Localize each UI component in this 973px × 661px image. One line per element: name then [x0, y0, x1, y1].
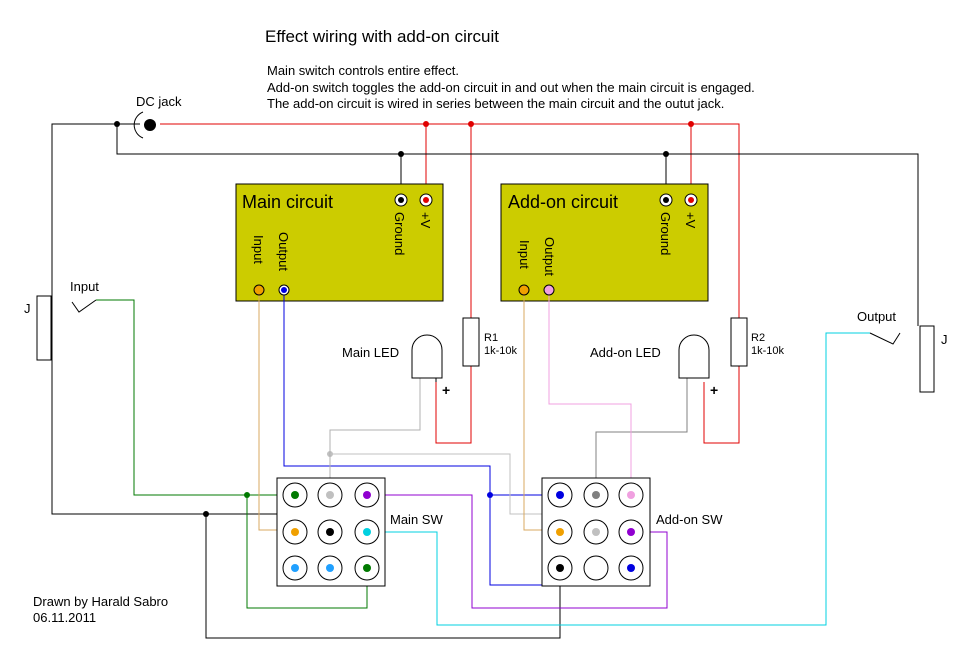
addon-vplus-pad	[688, 197, 694, 203]
r1-name: R1	[484, 332, 498, 344]
credit-date: 06.11.2011	[33, 610, 96, 625]
r2-name: R2	[751, 332, 765, 344]
addon-sw-lug	[556, 491, 564, 499]
addon-output-label: Output	[542, 237, 557, 276]
main-vplus-label: +V	[418, 212, 433, 229]
ground-bus-wire	[116, 124, 919, 326]
addon-vplus-label: +V	[683, 212, 698, 229]
output-jack-j: J	[941, 332, 948, 347]
gray-addon-led-wire	[595, 378, 688, 495]
addon-circuit-board	[500, 183, 709, 302]
addon-ground-label: Ground	[658, 212, 673, 255]
addon-input-pad	[518, 284, 530, 296]
main-sw-lug	[363, 528, 371, 536]
addon-sw-lug	[592, 528, 600, 536]
note-line-1: Main switch controls entire effect.	[267, 63, 459, 78]
main-sw-lug	[326, 564, 334, 572]
main-input-label: Input	[251, 235, 266, 264]
main-led-plus: +	[442, 382, 450, 398]
main-sw-lug	[291, 491, 299, 499]
main-vplus-pad	[423, 197, 429, 203]
gray-main-led-wire	[329, 378, 421, 495]
note-line-2: Add-on switch toggles the add-on circuit…	[267, 80, 755, 95]
main-sw-lug	[291, 564, 299, 572]
addon-sw-lug	[592, 491, 600, 499]
red-addon-led-wire	[703, 366, 740, 444]
dc-jack-shell	[133, 111, 144, 139]
main-ground-label: Ground	[392, 212, 407, 255]
addon-sw-label: Add-on SW	[656, 512, 723, 527]
red-main-led-wire	[435, 366, 472, 444]
input-jack-j: J	[24, 301, 31, 316]
junction-dot	[468, 121, 474, 127]
dc-jack-icon	[144, 119, 156, 131]
main-sw-lug	[326, 528, 334, 536]
pink-addon-output-wire	[548, 290, 632, 495]
resistor-r2	[730, 317, 748, 367]
main-output-label: Output	[276, 232, 291, 271]
junction-dot	[423, 121, 429, 127]
junction-dot	[203, 511, 209, 517]
input-jack-label: Input	[70, 279, 99, 294]
main-led-label: Main LED	[342, 345, 399, 360]
main-circuit-board	[235, 183, 444, 302]
r2-value: 1k-10k	[751, 345, 785, 357]
junction-dot	[114, 121, 120, 127]
junction-dot	[663, 151, 669, 157]
main-sw-lug	[363, 564, 371, 572]
addon-output-pad	[543, 284, 555, 296]
cyan-output-wire	[367, 332, 870, 626]
addon-sw-lug	[556, 528, 564, 536]
main-output-pad	[281, 287, 287, 293]
ground-bottom-wire	[205, 514, 561, 639]
addon-sw-lug	[627, 564, 635, 572]
addon-led-icon	[678, 334, 710, 379]
green-input-wire	[96, 299, 295, 496]
green-bypass-wire	[246, 495, 368, 609]
purple-wire	[367, 494, 668, 609]
input-jack-tip-icon	[71, 299, 97, 313]
main-sw-label: Main SW	[390, 512, 443, 527]
main-ground-pad	[398, 197, 404, 203]
main-sw-lug	[291, 528, 299, 536]
diagram-title: Effect wiring with add-on circuit	[265, 27, 499, 46]
input-jack-body	[36, 295, 52, 361]
junction-dot	[398, 151, 404, 157]
addon-circuit-title: Add-on circuit	[508, 192, 618, 212]
output-jack-body	[919, 325, 935, 393]
main-led-icon	[411, 334, 443, 379]
addon-ground-pad	[663, 197, 669, 203]
addon-led-plus: +	[710, 382, 718, 398]
note-line-3: The add-on circuit is wired in series be…	[267, 96, 724, 111]
resistor-r1	[462, 317, 480, 367]
main-circuit-title: Main circuit	[242, 192, 333, 212]
r1-value: 1k-10k	[484, 345, 518, 357]
addon-sw-lug	[627, 491, 635, 499]
main-sw-lug	[326, 491, 334, 499]
main-input-pad	[253, 284, 265, 296]
output-jack-label: Output	[857, 309, 896, 324]
addon-sw-lug	[627, 528, 635, 536]
output-jack-tip-icon	[869, 332, 901, 345]
junction-dot	[688, 121, 694, 127]
addon-led-label: Add-on LED	[590, 345, 661, 360]
red-power-bus	[160, 123, 740, 318]
credit-author: Drawn by Harald Sabro	[33, 594, 168, 609]
dc-jack-label: DC jack	[136, 94, 182, 109]
addon-sw-lug	[556, 564, 564, 572]
addon-input-label: Input	[517, 240, 532, 269]
main-sw-lug	[363, 491, 371, 499]
